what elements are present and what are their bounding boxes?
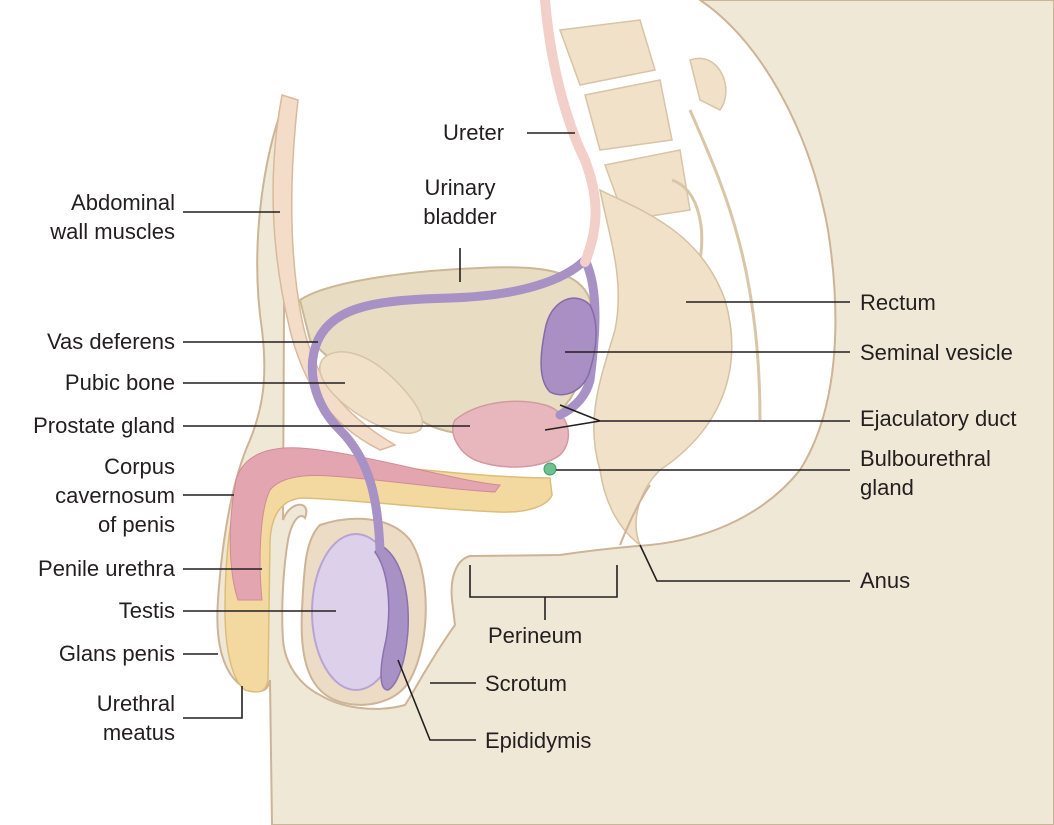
label-ureter: Ureter — [443, 120, 505, 145]
label-corpus-cavernosum: Corpus cavernosum of penis — [20, 452, 175, 539]
label-line: Urethral — [96, 691, 175, 716]
label-epididymis: Epididymis — [485, 728, 592, 753]
label-urinary-bladder: Urinary bladder — [400, 173, 520, 231]
label-line: meatus — [102, 720, 175, 745]
label-line: of penis — [97, 512, 175, 537]
leader-lines — [183, 132, 850, 741]
pubic-bone-shape — [319, 351, 424, 434]
label-line: Urinary — [424, 175, 496, 200]
label-vas-deferens: Vas deferens — [46, 329, 175, 354]
label-ejaculatory-duct: Ejaculatory duct — [860, 406, 1017, 431]
label-glans-penis: Glans penis — [58, 641, 175, 666]
sacrum-vertebrae — [558, 19, 762, 421]
label-line: wall muscles — [50, 219, 175, 244]
label-line: bladder — [423, 204, 497, 229]
label-penile-urethra: Penile urethra — [38, 556, 175, 581]
label-seminal-vesicle: Seminal vesicle — [860, 340, 1013, 365]
label-scrotum: Scrotum — [485, 671, 567, 696]
label-testis: Testis — [118, 598, 175, 623]
seminal-vesicle-shape — [540, 297, 597, 396]
label-rectum: Rectum — [860, 290, 936, 315]
label-abdominal-wall-muscles: Abdominal wall muscles — [20, 188, 175, 246]
anus-groove — [619, 484, 651, 546]
epididymis-shape — [374, 544, 409, 691]
prostate-shape — [452, 400, 570, 468]
abdominal-wall-shape — [272, 94, 397, 451]
label-pubic-bone: Pubic bone — [64, 370, 175, 395]
label-perineum: Perineum — [488, 623, 583, 648]
label-prostate-gland: Prostate gland — [33, 413, 175, 438]
label-urethral-meatus: Urethral meatus — [20, 689, 175, 747]
label-bulbourethral-gland: Bulbourethral gland — [860, 444, 991, 502]
label-line: Bulbourethral — [860, 446, 991, 471]
corpus-shape — [229, 447, 501, 601]
ureter-shape — [540, 0, 601, 267]
label-line: cavernosum — [55, 483, 175, 508]
label-anus: Anus — [860, 568, 911, 593]
bulbourethral-gland-shape — [543, 462, 557, 476]
label-line: Corpus — [104, 454, 175, 479]
label-line: gland — [860, 475, 914, 500]
rectum-shape — [593, 188, 733, 548]
label-line: Abdominal — [71, 190, 175, 215]
